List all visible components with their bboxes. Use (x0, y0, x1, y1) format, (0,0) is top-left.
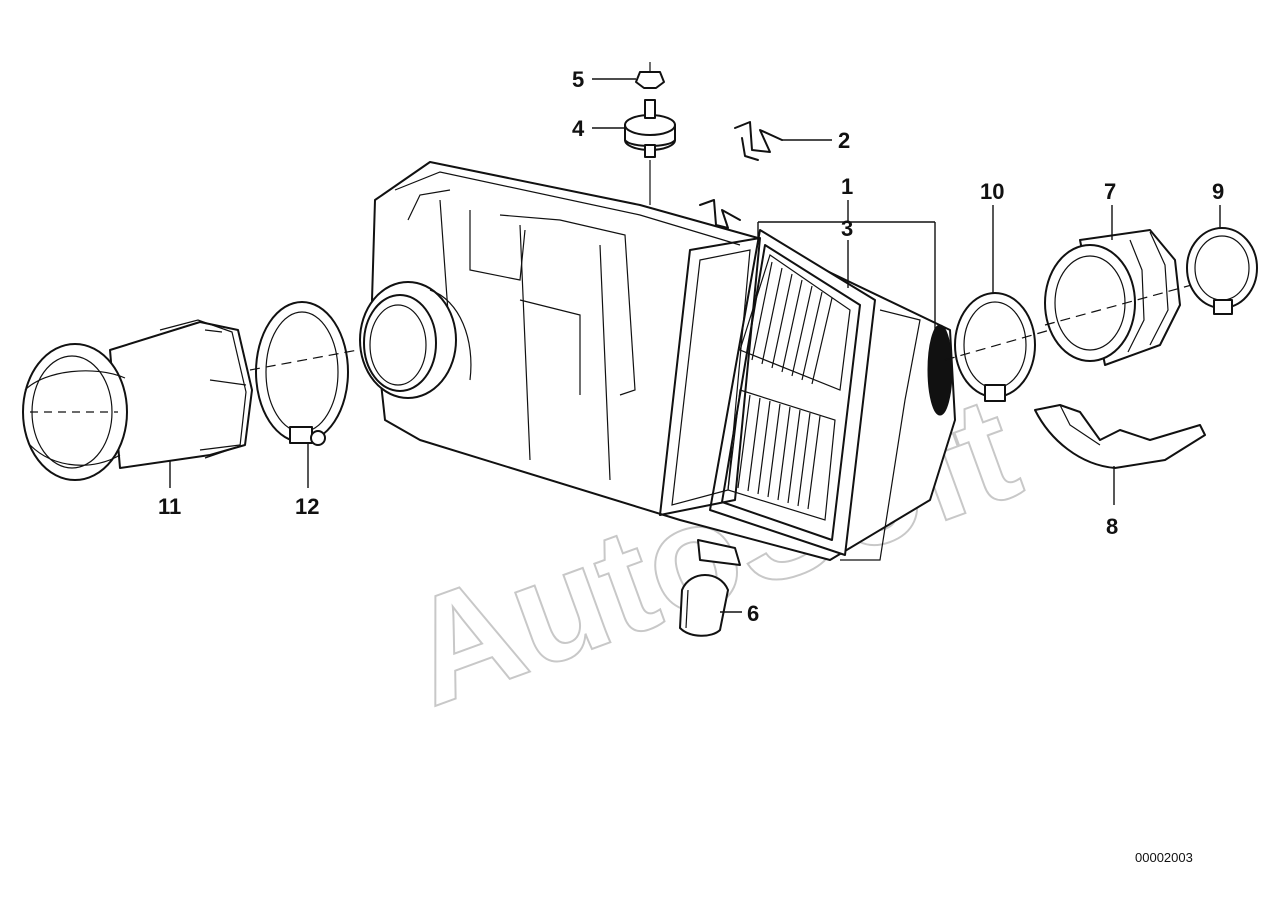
callout-3: 3 (841, 216, 853, 241)
hose-clamp-right (1186, 227, 1258, 315)
leader-lines (169, 78, 1221, 613)
callout-7: 7 (1104, 179, 1116, 204)
callout-12: 12 (295, 494, 319, 519)
rubber-boot (1044, 229, 1211, 366)
callout-8: 8 (1106, 514, 1118, 539)
callout-5: 5 (572, 67, 584, 92)
intake-funnel (22, 319, 253, 481)
callout-11: 11 (158, 494, 181, 519)
callout-6: 6 (747, 601, 759, 626)
nut (635, 62, 665, 89)
callout-2: 2 (838, 128, 850, 153)
callout-10: 10 (980, 179, 1004, 204)
heat-shield (1034, 404, 1206, 469)
spring-clip (699, 121, 783, 229)
callout-9: 9 (1212, 179, 1224, 204)
filter-element (659, 229, 921, 561)
callout-1: 1 (841, 174, 853, 199)
callout-4: 4 (572, 116, 585, 141)
rubber-mount (624, 99, 676, 205)
hose-clamp-left (249, 301, 359, 446)
drawing-number: 00002003 (1135, 850, 1193, 865)
drain-cap (679, 574, 729, 637)
hose-clamp-mid (944, 292, 1051, 402)
callout-labels: 5 4 2 1 3 10 7 9 8 6 11 12 (158, 67, 1224, 626)
